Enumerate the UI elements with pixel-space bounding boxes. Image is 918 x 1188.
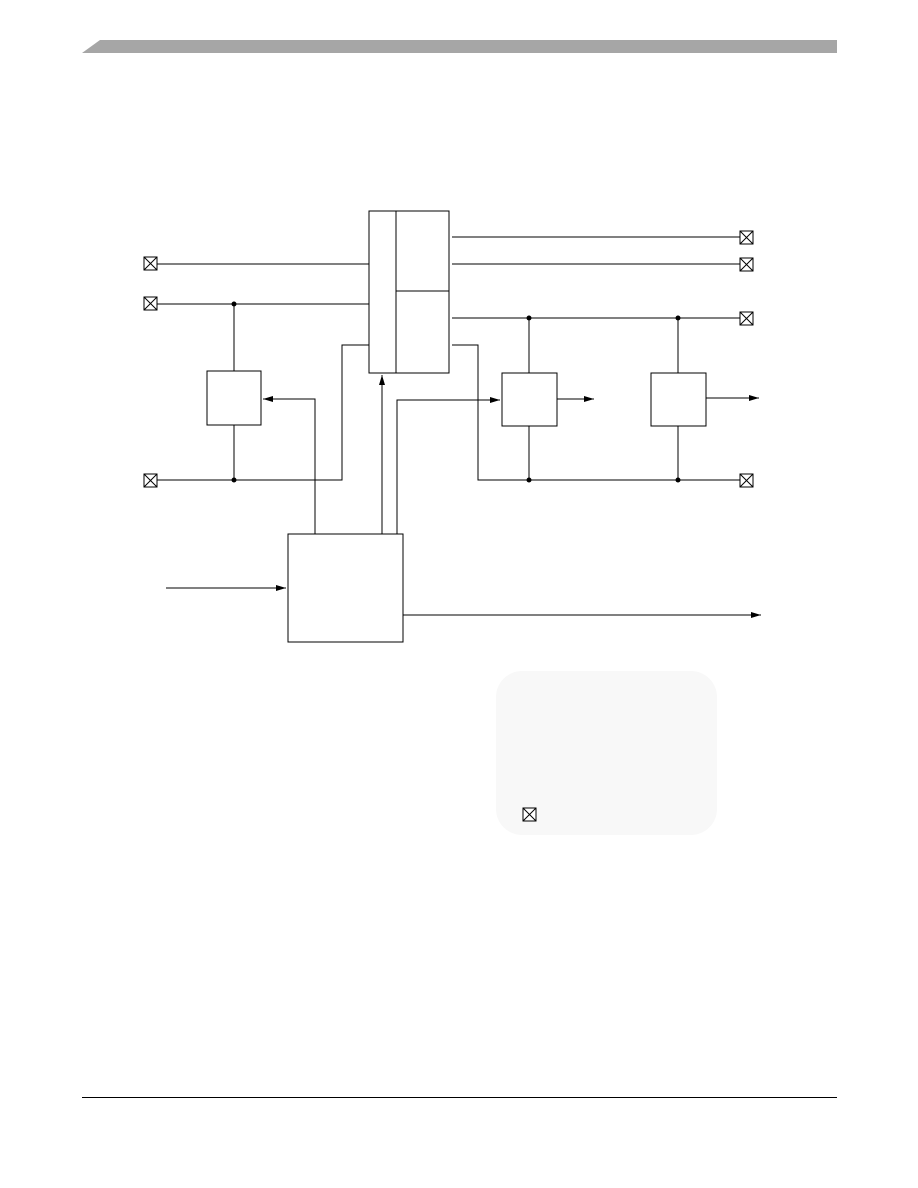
boxed-x-pin-icon bbox=[739, 230, 754, 245]
junction-dot-icon bbox=[526, 477, 532, 483]
arrow-controller-to-right-block-1 bbox=[396, 397, 500, 534]
junction-dot-icon bbox=[231, 477, 237, 483]
boxed-x-pin-icon bbox=[739, 311, 754, 326]
central-block bbox=[368, 210, 450, 374]
boxed-x-pin-icon bbox=[143, 473, 158, 488]
junction-dot-icon bbox=[675, 315, 681, 321]
wire-right-pin-4 bbox=[452, 344, 740, 481]
wire-left-pin-3 bbox=[157, 344, 369, 481]
header-bar bbox=[82, 40, 837, 53]
right-block-2 bbox=[650, 372, 707, 427]
arrow-controller-to-left-block bbox=[263, 396, 316, 534]
right-block-1 bbox=[501, 372, 558, 427]
header-bar-shape bbox=[82, 40, 837, 53]
legend-pin-icon bbox=[522, 807, 537, 822]
junction-dot-icon bbox=[675, 477, 681, 483]
left-block bbox=[206, 370, 262, 426]
junction-dot-icon bbox=[231, 301, 237, 307]
boxed-x-pin-icon bbox=[143, 256, 158, 271]
boxed-x-pin-icon bbox=[143, 296, 158, 311]
junction-dot-icon bbox=[526, 315, 532, 321]
boxed-x-pin-icon bbox=[739, 473, 754, 488]
controller-block bbox=[287, 533, 404, 643]
footer-rule bbox=[82, 1097, 837, 1098]
legend-box bbox=[496, 671, 717, 835]
boxed-x-pin-icon bbox=[739, 257, 754, 272]
